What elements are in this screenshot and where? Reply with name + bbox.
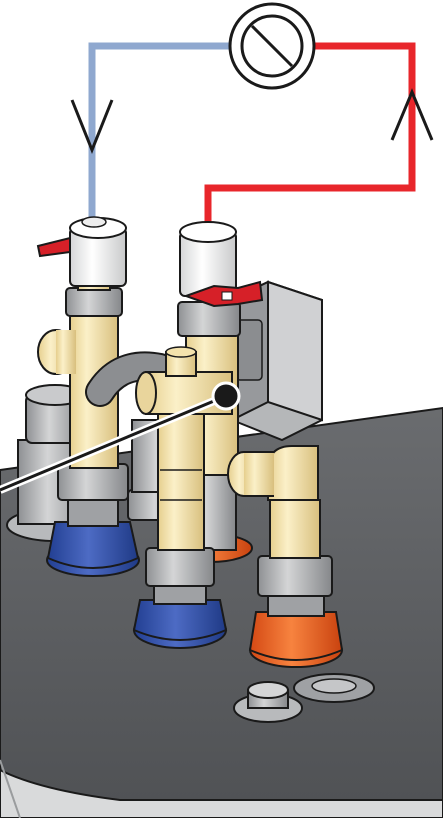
circulation-pump-symbol-icon (230, 4, 314, 88)
hot-flow-pipe (208, 46, 412, 232)
schematic-circuit (72, 4, 432, 232)
ball-valve-handle-icon (38, 238, 70, 256)
pump-assembly (230, 282, 322, 440)
